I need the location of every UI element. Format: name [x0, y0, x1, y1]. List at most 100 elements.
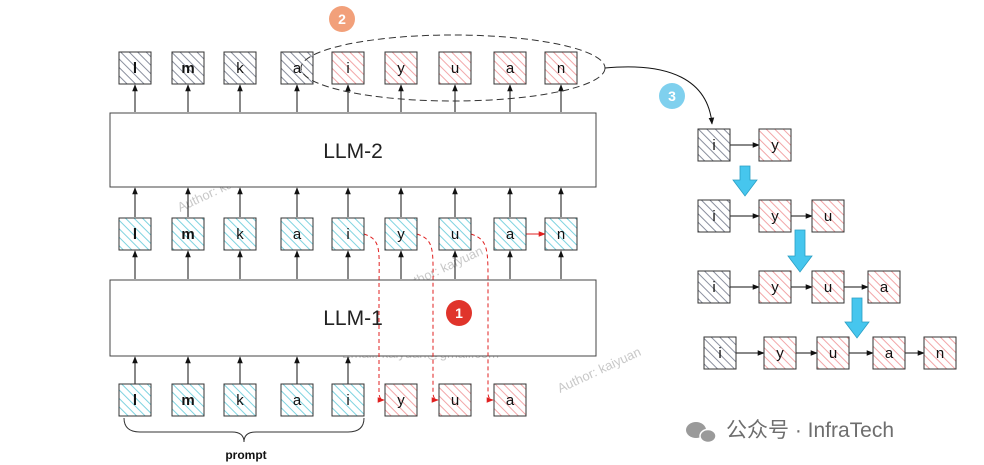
draft-token: a	[493, 383, 527, 417]
prompt-token: l	[118, 383, 152, 417]
token-label: u	[451, 60, 459, 77]
token-label: l	[133, 60, 137, 77]
token-label: a	[293, 60, 302, 77]
llm2-input-token: y	[384, 217, 418, 251]
token-label: a	[880, 279, 889, 296]
token-label: a	[885, 345, 894, 362]
prompt-label: prompt	[225, 448, 266, 462]
token-label: y	[771, 208, 779, 225]
llm2-input-token: m	[171, 217, 205, 251]
step-2-badge	[329, 6, 355, 32]
tree-token: i	[697, 199, 731, 233]
token-label: a	[293, 392, 302, 409]
llm2-input-token: i	[331, 217, 365, 251]
connection-arrows	[132, 84, 925, 403]
tree-token: u	[816, 336, 850, 370]
tree-token: u	[811, 199, 845, 233]
token-label: a	[293, 226, 302, 243]
tree-token: a	[867, 270, 901, 304]
tree-down-arrow	[732, 165, 758, 197]
token-label: m	[181, 392, 194, 409]
llm2-input-token: n	[544, 217, 578, 251]
llm2-output-token: a	[280, 51, 314, 85]
token-cells: l m k a i y u a l m k a i y u a n l m k a i y u a n i y i y u i y u a i y u a n	[118, 51, 957, 417]
token-label: i	[346, 392, 349, 409]
token-label: l	[133, 226, 137, 243]
llm1-label: LLM-1	[323, 307, 383, 330]
tree-down-arrow	[787, 229, 813, 273]
llm2-output-token: i	[331, 51, 365, 85]
llm2-label: LLM-2	[323, 140, 383, 163]
tree-token: i	[697, 128, 731, 162]
llm2-input-token: k	[223, 217, 257, 251]
llm2-output-token: k	[223, 51, 257, 85]
token-label: u	[829, 345, 837, 362]
prompt-token: a	[280, 383, 314, 417]
token-label: l	[133, 392, 137, 409]
prompt-token: m	[171, 383, 205, 417]
tree-token: a	[872, 336, 906, 370]
token-label: y	[397, 226, 405, 243]
llm1-block	[109, 279, 597, 357]
token-label: i	[712, 137, 715, 154]
prompt-brace	[123, 417, 365, 443]
token-label: y	[771, 279, 779, 296]
tree-token: y	[763, 336, 797, 370]
token-label: y	[776, 345, 784, 362]
llm2-input-token: a	[493, 217, 527, 251]
llm2-output-token: u	[438, 51, 472, 85]
ellipse-to-tree-arrow	[604, 66, 715, 125]
tree-token: y	[758, 270, 792, 304]
tree-token: y	[758, 199, 792, 233]
token-label: y	[771, 137, 779, 154]
tree-token: u	[811, 270, 845, 304]
token-label: n	[557, 226, 565, 243]
prompt-token: k	[223, 383, 257, 417]
llm2-output-token: m	[171, 51, 205, 85]
token-label: i	[346, 226, 349, 243]
draft-token: y	[384, 383, 418, 417]
autoregressive-arrow	[470, 233, 494, 403]
llm2-input-token: a	[280, 217, 314, 251]
step-1-number: 1	[455, 305, 463, 321]
llm2-output-token: n	[544, 51, 578, 85]
llm2-input-token: l	[118, 217, 152, 251]
token-label: y	[397, 60, 405, 77]
token-label: u	[824, 208, 832, 225]
token-label: u	[824, 279, 832, 296]
llm2-block	[109, 112, 597, 188]
tree-token: n	[923, 336, 957, 370]
step-2-number: 2	[338, 11, 346, 27]
token-label: k	[236, 60, 244, 77]
token-label: n	[557, 60, 565, 77]
step-3-number: 3	[668, 88, 676, 104]
token-label: k	[236, 226, 244, 243]
token-label: i	[346, 60, 349, 77]
prompt-token: i	[331, 383, 365, 417]
token-label: i	[718, 345, 721, 362]
llm2-output-token: y	[384, 51, 418, 85]
token-label: u	[451, 392, 459, 409]
token-label: u	[451, 226, 459, 243]
token-label: n	[936, 345, 944, 362]
token-label: a	[506, 60, 515, 77]
token-label: y	[397, 392, 405, 409]
draft-token: u	[438, 383, 472, 417]
token-label: a	[506, 392, 515, 409]
wechat-logo-icon	[686, 422, 717, 444]
tree-token: i	[703, 336, 737, 370]
tree-down-arrow	[844, 297, 870, 339]
llm2-input-token: u	[438, 217, 472, 251]
llm2-output-token: a	[493, 51, 527, 85]
autoregressive-arrow	[416, 233, 439, 403]
token-label: m	[181, 226, 194, 243]
footer-brand: 公众号 · InfraTech	[726, 419, 894, 442]
tree-token: i	[697, 270, 731, 304]
step-1-badge	[446, 300, 472, 326]
step-3-badge	[659, 83, 685, 109]
token-label: k	[236, 392, 244, 409]
tree-token: y	[758, 128, 792, 162]
llm2-output-token: l	[118, 51, 152, 85]
